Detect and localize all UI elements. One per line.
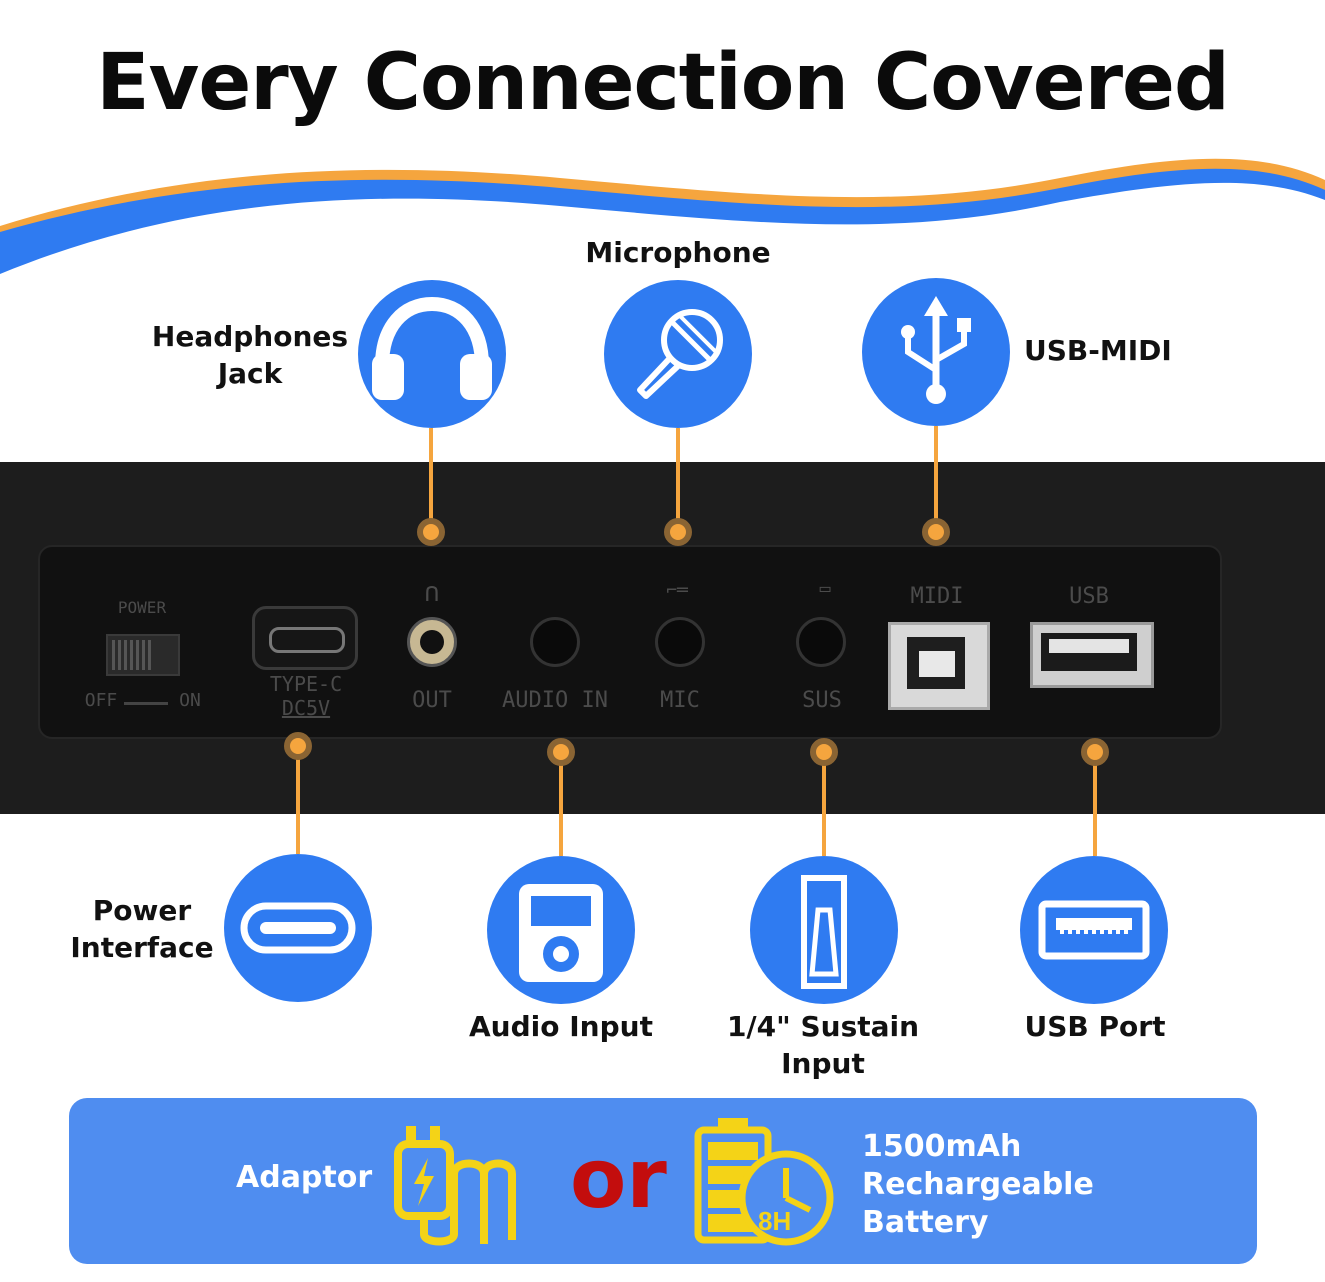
panel-label-typec: TYPE-C (269, 672, 343, 696)
mic-jack[interactable] (655, 617, 705, 667)
connector-line (559, 752, 563, 856)
label-microphone: Microphone (585, 236, 771, 269)
panel-label-audio-in: AUDIO IN (502, 688, 608, 713)
label-sustain-input: 1/4" Sustain Input (708, 1008, 938, 1082)
label-line: Interface (70, 931, 214, 964)
connector-panel (38, 545, 1222, 739)
banner-adaptor-text: Adaptor (236, 1160, 373, 1195)
type-c-port[interactable] (252, 606, 358, 670)
connector-dot (1081, 738, 1109, 766)
connector-line (296, 746, 300, 854)
connector-line (822, 752, 826, 856)
panel-label-dc: DC5V (281, 696, 331, 720)
connector-dot (922, 518, 950, 546)
battery-hours-label: 8H (758, 1206, 791, 1236)
connector-dot (547, 738, 575, 766)
headphone-jack[interactable] (407, 617, 457, 667)
mic-symbol-icon: ⌐═ (666, 580, 688, 601)
connector-dot (810, 738, 838, 766)
decorative-wave (0, 158, 1325, 274)
connector-dot (417, 518, 445, 546)
usb-port-icon (1020, 856, 1168, 1004)
label-usb-port: USB Port (1024, 1010, 1166, 1043)
microphone-icon (604, 280, 752, 428)
banner-battery-text: 1500mAh Rechargeable Battery (862, 1128, 1094, 1242)
connector-dot (664, 518, 692, 546)
label-usb-midi: USB-MIDI (1024, 334, 1172, 367)
battery-line: Battery (862, 1205, 989, 1240)
sustain-symbol-icon: ▭ (819, 578, 831, 599)
panel-label-sus: SUS (802, 688, 842, 713)
label-line: Input (781, 1047, 865, 1080)
page-title: Every Connection Covered (96, 38, 1230, 128)
connector-dot (284, 732, 312, 760)
battery-line: Rechargeable (862, 1167, 1094, 1202)
label-power-interface: Power Interface (60, 892, 224, 966)
connector-line (429, 428, 433, 532)
connector-line (1093, 752, 1097, 856)
battery-clock-icon: 8H (694, 1118, 834, 1246)
battery-line: 1500mAh (862, 1129, 1022, 1164)
panel-label-off: OFF (84, 690, 118, 711)
audio-in-jack[interactable] (530, 617, 580, 667)
panel-label-usb: USB (1069, 584, 1109, 609)
panel-label-on: ON (179, 690, 201, 711)
usb-icon (862, 278, 1010, 426)
label-line: Power (92, 894, 192, 927)
label-line: Jack (217, 357, 283, 390)
sustain-pedal-icon (750, 856, 898, 1004)
connector-line (934, 426, 938, 532)
power-switch[interactable] (106, 634, 180, 676)
label-audio-input: Audio Input (469, 1010, 653, 1043)
headphones-icon (358, 280, 506, 428)
label-line: Headphones (151, 320, 349, 353)
usb-b-midi-port[interactable] (888, 622, 990, 710)
usb-a-port[interactable] (1030, 622, 1154, 688)
panel-label-power: POWER (117, 598, 167, 617)
switch-divider (124, 702, 168, 705)
headphone-symbol-icon: ∩ (424, 578, 440, 608)
label-line: 1/4" Sustain (726, 1010, 920, 1043)
label-headphones-jack: Headphones Jack (148, 318, 352, 392)
adaptor-icon (394, 1126, 516, 1246)
power-banner (69, 1098, 1257, 1264)
sustain-jack[interactable] (796, 617, 846, 667)
connector-line (676, 428, 680, 532)
mp3-player-icon (487, 856, 635, 1004)
banner-or-text: or (570, 1132, 667, 1227)
panel-label-out: OUT (412, 688, 452, 713)
panel-label-mic: MIC (660, 688, 700, 713)
panel-label-midi: MIDI (910, 584, 964, 609)
type-c-icon (224, 854, 372, 1002)
